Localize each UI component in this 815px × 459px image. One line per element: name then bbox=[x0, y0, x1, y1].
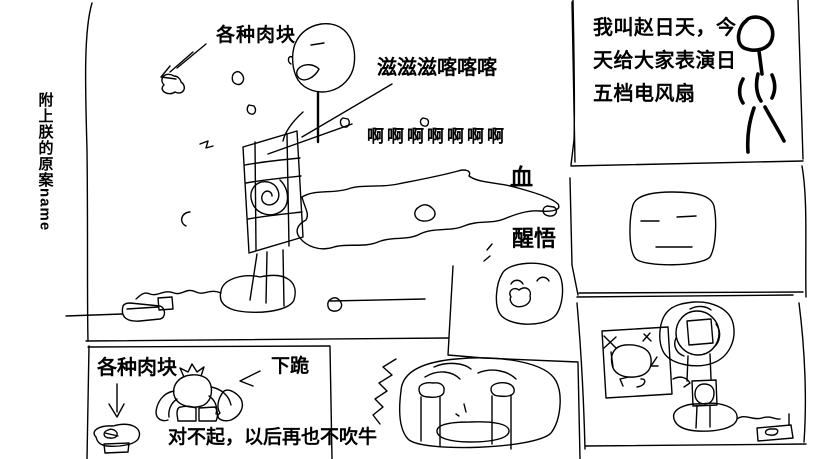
label-blood: 血 bbox=[510, 164, 533, 190]
electric-fan-sketch bbox=[601, 301, 794, 442]
intro-line-3: 五档电风扇 bbox=[593, 83, 696, 105]
label-kneel: 下跪 bbox=[271, 356, 310, 377]
intro-line-2: 天给大家表演日 bbox=[593, 50, 737, 72]
shredder-fan-sketch bbox=[135, 130, 426, 313]
sfx-scream: 啊啊啊啊啊啊啊 bbox=[367, 127, 507, 146]
power-cord-bottle-sketch bbox=[65, 296, 174, 322]
intro-speech: 我叫赵日天，今 天给大家表演日 五档电风扇 bbox=[593, 12, 737, 111]
stick-figure-sketch bbox=[736, 15, 786, 154]
meat-chunks-arrow-sketch bbox=[160, 43, 430, 227]
crying-face-sketch bbox=[372, 357, 561, 450]
sfx-sizzle: 滋滋滋喀喀喀 bbox=[377, 57, 497, 79]
intro-line-1: 我叫赵日天，今 bbox=[593, 17, 737, 39]
panel-borders bbox=[84, 0, 807, 459]
label-various-meat: 各种肉块 bbox=[216, 25, 297, 46]
poker-face-sketch bbox=[629, 191, 717, 266]
blood-splatter-sketch bbox=[296, 169, 560, 250]
label-realization: 醒悟 bbox=[512, 226, 557, 251]
kneeling-figure-sketch bbox=[93, 363, 261, 454]
label-various-meat-2: 各种肉块 bbox=[97, 357, 177, 379]
realization-face-sketch bbox=[483, 243, 564, 325]
label-apology: 对不起，以后再也不吹牛 bbox=[168, 427, 378, 448]
screaming-head-sketch bbox=[267, 22, 393, 155]
side-caption: 附上朕的原案name bbox=[36, 92, 54, 232]
